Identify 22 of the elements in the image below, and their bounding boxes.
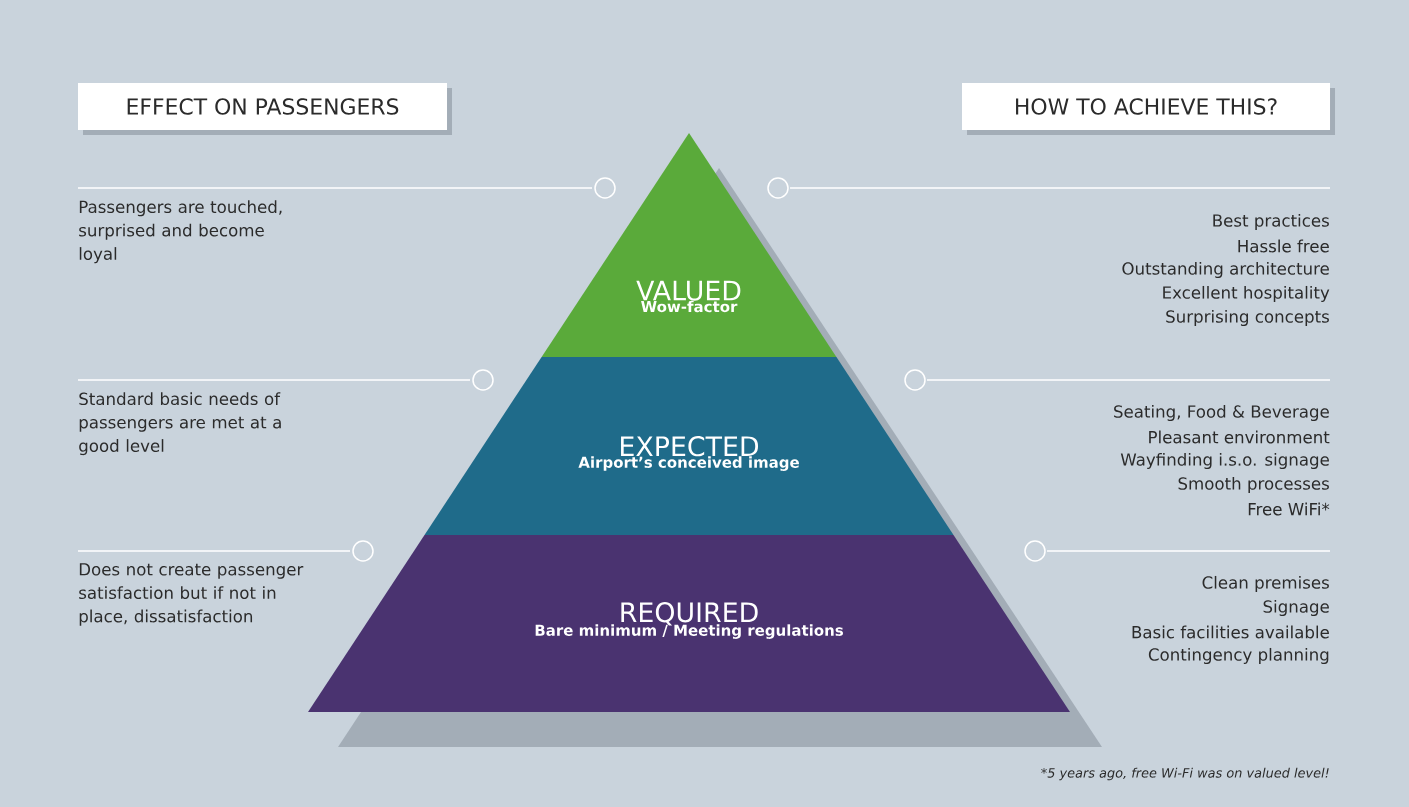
pyramid-band: REQUIRED Bare minimum / Meeting regulations (308, 535, 1070, 712)
list-item: Hassle free (1238, 239, 1329, 253)
pyramid-band: VALUED Wow-factor (541, 133, 837, 357)
footnote: *5 years ago, free Wi-Fi was on valued level! (1041, 767, 1329, 781)
list-item: Free WiFi* (1248, 502, 1330, 516)
list-item: Signage (1263, 599, 1329, 617)
heading-box: HOW TO ACHIEVE THIS? (962, 83, 1335, 135)
heading-box: EFFECT ON PASSENGERS (78, 83, 452, 135)
pyramid-band: EXPECTED Airport’s conceived image (424, 357, 954, 535)
list-item: Seating, Food & Beverage (1114, 404, 1329, 422)
list-item: Best practices (1213, 213, 1329, 231)
list-item: Pleasant environment (1149, 430, 1330, 444)
description-text: Standard basic needs of passengers are met at a good level (79, 392, 281, 456)
description-text: Passengers are touched, surprised and become loyal (79, 200, 282, 264)
list-item: Basic facilities available (1132, 625, 1329, 639)
list-item: Excellent hospitality (1163, 285, 1330, 303)
list-item: Contingency planning (1148, 647, 1329, 665)
list-item: Clean premises (1202, 575, 1329, 593)
list-item: Surprising concepts (1166, 309, 1329, 327)
list-item: Smooth processes (1178, 476, 1329, 494)
list-item: Wayfinding i.s.o. signage (1120, 452, 1329, 470)
list-item: Outstanding architecture (1122, 261, 1329, 279)
